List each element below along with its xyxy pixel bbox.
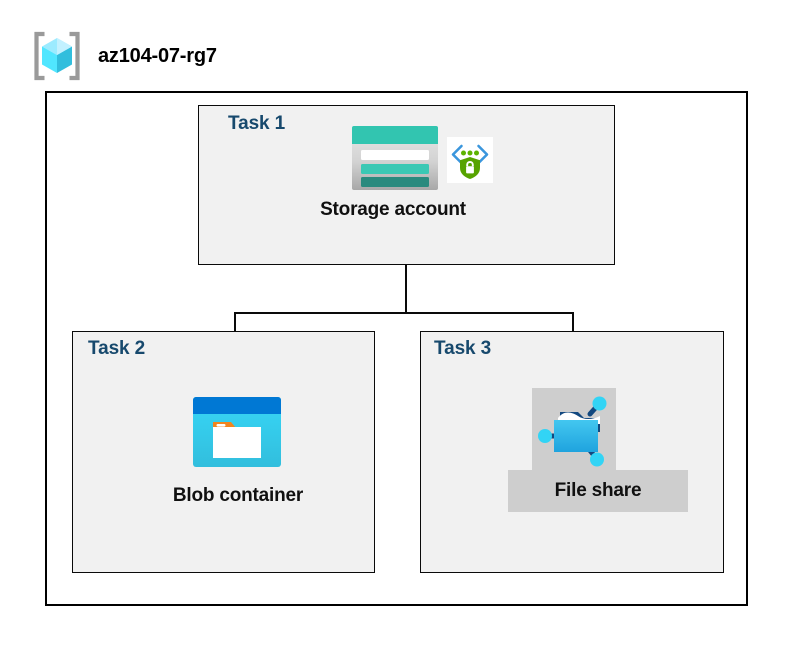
task-1-label: Task 1 [228,113,286,134]
resource-group-title: az104-07-rg7 [98,44,217,67]
file-share-label: File share [508,470,688,512]
connector-task1-trunk [405,265,407,314]
task-3-label: Task 3 [434,338,492,359]
blob-container-icon [193,397,281,467]
secure-endpoint-icon [447,137,493,183]
azure-resource-group-icon [30,29,84,83]
file-share-icon [538,392,612,468]
task-2-label: Task 2 [88,338,146,359]
diagram-header: az104-07-rg7 [30,28,430,84]
storage-account-icon [352,126,438,190]
connector-horizontal-bus [234,312,574,314]
storage-account-label: Storage account [320,199,466,220]
blob-container-label: Blob container [172,485,304,506]
